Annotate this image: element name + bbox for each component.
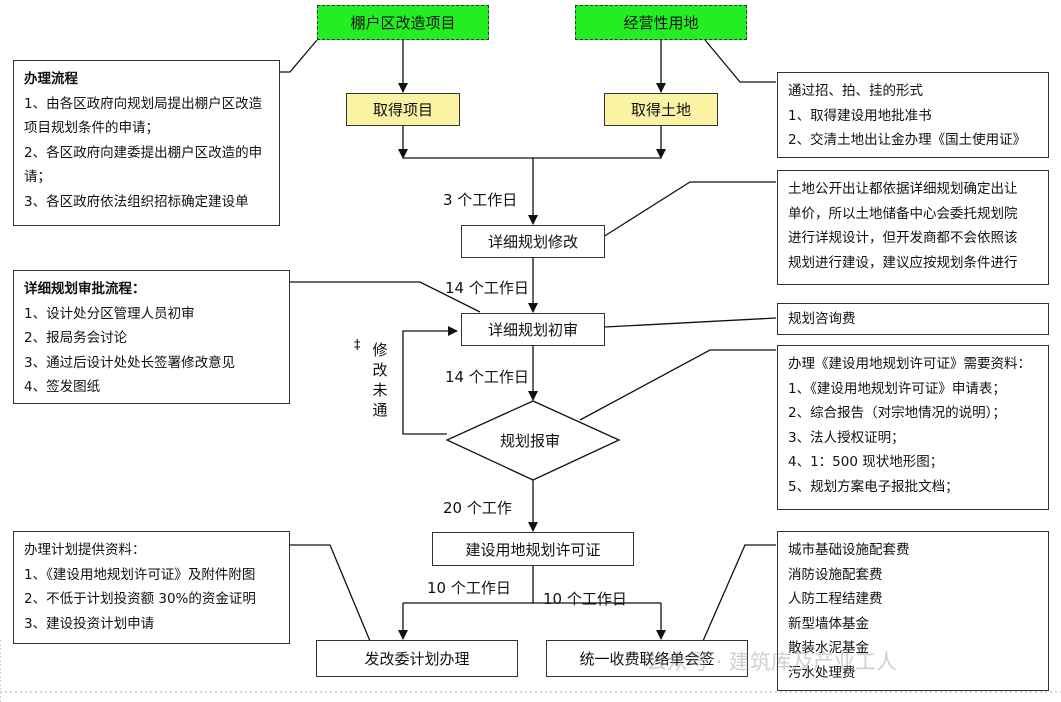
detail-approval-line: 2、报局务会讨论 [24,330,128,346]
process-note-title: 办理流程 [24,71,78,87]
plan-docs-line: 3、建设投资计划申请 [24,615,155,632]
obtain-land-box: 取得土地 [604,93,718,126]
permit-docs-line: 4、1：500 现状地形图； [788,454,944,470]
permit-docs-line: 5、规划方案电子报批文档； [788,478,959,495]
plan-submit-label: 规划报审 [500,432,561,450]
ndrc-box: 发改委计划办理 [316,640,518,677]
land-public-note: 土地公开出让都依据详细规划确定出让 单价，所以土地储备中心会委托规划院 进行详规… [777,170,1049,285]
land-public-line: 进行详规设计，但开发商都不会依照该 [788,230,1018,246]
detail-initial-box: 详细规划初审 [461,313,605,346]
detail-approval-title: 详细规划审批流程： [24,281,146,297]
watermark: 公众号 · 建筑库及产业工人 [646,650,898,674]
fees-line: 散装水泥基金 [788,640,869,656]
fees-line: 污水处理费 [788,664,856,681]
detail-approval-note: 详细规划审批流程： 1、设计处分区管理人员初审 2、报局务会讨论 3、通过后设计… [13,270,290,404]
process-note-line: 1、由各区政府向规划局提出棚户区改造 [24,95,263,112]
land-method-line: 2、交清土地出让金办理《国土使用证》 [788,132,1027,148]
label-14-days-b: 14 个工作日 [445,368,529,386]
permit-docs-line: 1、《建设用地规划许可证》申请表； [788,380,1006,397]
plan-docs-note: 办理计划提供资料： 1、《建设用地规划许可证》及附件附图 2、不低于计划投资额 … [13,531,290,644]
plan-docs-line: 1、《建设用地规划许可证》及附件附图 [24,566,256,583]
detail-revise-box: 详细规划修改 [461,225,605,258]
permit-docs-line: 2、综合报告（对宗地情况的说明）； [788,405,1006,421]
land-method-line: 1、取得建设用地批准书 [788,107,932,124]
commercial-land-box: 经营性用地 [575,5,747,40]
obtain-project-box: 取得项目 [346,93,460,126]
permit-docs-line: 3、法人授权证明； [788,429,905,446]
permit-docs-note: 办理《建设用地规划许可证》需要资料： 1、《建设用地规划许可证》申请表； 2、综… [777,345,1049,510]
fees-line: 消防设施配套费 [788,566,883,583]
detail-approval-line: 1、设计处分区管理人员初审 [24,305,195,322]
land-public-line: 规划进行建设，建议应按规划条件进行 [788,254,1018,271]
label-10-days-b: 10 个工作日 [543,590,627,608]
land-public-line: 单价，所以土地储备中心会委托规划院 [788,205,1018,222]
shantytown-box: 棚户区改造项目 [317,5,489,40]
label-20-days: 20 个工作 [443,499,512,517]
process-note: 办理流程 1、由各区政府向规划局提出棚户区改造 项目规划条件的申请； 2、各区政… [13,60,280,226]
consult-fee-note: 规划咨询费 [777,303,1049,335]
land-permit-box: 建设用地规划许可证 [432,532,634,566]
label-14-days-a: 14 个工作日 [445,279,529,297]
fees-line: 城市基础设施配套费 [788,542,910,558]
fees-note: 城市基础设施配套费 消防设施配套费 人防工程结建费 新型墙体基金 散装水泥基金 … [777,531,1049,691]
plan-docs-line: 办理计划提供资料： [24,542,146,558]
fees-line: 人防工程结建费 [788,591,883,607]
revise-fail-label: 修改未通 [372,341,388,419]
fee-sign-box: 统一收费联络单会签 [546,640,748,677]
plan-submit-diamond [445,400,621,481]
plan-docs-line: 2、不低于计划投资额 30%的资金证明 [24,591,256,607]
consult-fee-line: 规划咨询费 [788,311,856,327]
stray-mark: ‡ [354,338,361,353]
permit-docs-line: 办理《建设用地规划许可证》需要资料： [788,356,1031,372]
process-note-line: 项目规划条件的申请； [24,120,159,136]
land-method-note: 通过招、拍、挂的形式 1、取得建设用地批准书 2、交清土地出让金办理《国土使用证… [777,72,1049,158]
detail-approval-line: 4、签发图纸 [24,379,101,395]
process-note-line: 2、各区政府向建委提出棚户区改造的申 [24,144,263,161]
process-note-line: 3、各区政府依法组织招标确定建设单 [24,193,249,210]
fees-line: 新型墙体基金 [788,615,869,632]
label-10-days-a: 10 个工作日 [427,579,511,597]
detail-approval-line: 3、通过后设计处处长签署修改意见 [24,354,236,371]
process-note-line: 请； [24,169,51,185]
land-public-line: 土地公开出让都依据详细规划确定出让 [788,181,1018,197]
label-3-days: 3 个工作日 [443,191,518,209]
land-method-line: 通过招、拍、挂的形式 [788,83,923,99]
